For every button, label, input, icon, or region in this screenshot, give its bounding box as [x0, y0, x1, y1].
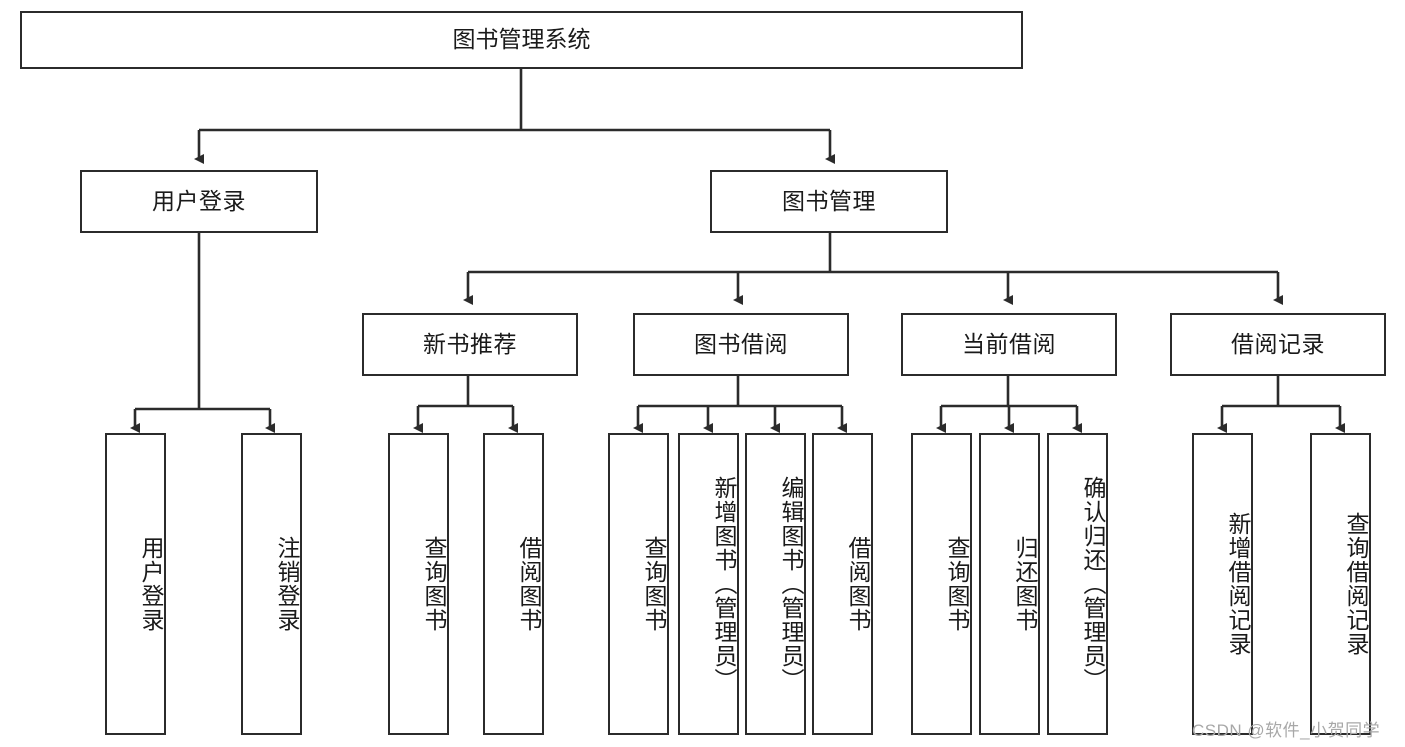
- node-label: 编辑图书（管理员）: [778, 476, 804, 692]
- node-book-management[interactable]: 图书管理: [710, 170, 948, 233]
- node-label: 查询图书: [641, 536, 667, 632]
- leaf-query-book-3[interactable]: 查询图书: [911, 433, 972, 735]
- node-label: 新增图书（管理员）: [711, 476, 737, 692]
- node-label: 查询借阅记录: [1343, 512, 1369, 656]
- node-label: 用户登录: [152, 187, 246, 214]
- csdn-watermark: CSDN @软件_小贺同学: [1192, 721, 1381, 740]
- leaf-add-book[interactable]: 新增图书（管理员）: [678, 433, 739, 735]
- leaf-query-record[interactable]: 查询借阅记录: [1310, 433, 1371, 735]
- leaf-query-book-2[interactable]: 查询图书: [608, 433, 669, 735]
- node-label: 新增借阅记录: [1225, 512, 1251, 656]
- node-label: 注销登录: [274, 536, 300, 632]
- node-current-borrow[interactable]: 当前借阅: [901, 313, 1117, 376]
- leaf-logout-login[interactable]: 注销登录: [241, 433, 302, 735]
- node-label: 新书推荐: [423, 330, 517, 357]
- node-book-borrow[interactable]: 图书借阅: [633, 313, 849, 376]
- leaf-confirm-return[interactable]: 确认归还（管理员）: [1047, 433, 1108, 735]
- node-label: 用户登录: [138, 536, 164, 632]
- node-label: 归还图书: [1012, 536, 1038, 632]
- node-new-book-recommend[interactable]: 新书推荐: [362, 313, 578, 376]
- node-label: 图书管理: [782, 187, 876, 214]
- node-label: 确认归还（管理员）: [1080, 476, 1106, 692]
- leaf-add-record[interactable]: 新增借阅记录: [1192, 433, 1253, 735]
- node-label: 当前借阅: [962, 330, 1056, 357]
- node-label: 图书管理系统: [452, 26, 591, 53]
- leaf-borrow-book-1[interactable]: 借阅图书: [483, 433, 544, 735]
- node-user-login[interactable]: 用户登录: [80, 170, 318, 233]
- node-root-book-management-system[interactable]: 图书管理系统: [20, 11, 1023, 69]
- node-label: 图书借阅: [694, 330, 788, 357]
- node-label: 借阅记录: [1231, 330, 1325, 357]
- node-label: 借阅图书: [516, 536, 542, 632]
- leaf-return-book[interactable]: 归还图书: [979, 433, 1040, 735]
- node-borrow-record[interactable]: 借阅记录: [1170, 313, 1386, 376]
- node-label: 借阅图书: [845, 536, 871, 632]
- leaf-edit-book[interactable]: 编辑图书（管理员）: [745, 433, 806, 735]
- leaf-borrow-book-2[interactable]: 借阅图书: [812, 433, 873, 735]
- leaf-query-book-1[interactable]: 查询图书: [388, 433, 449, 735]
- node-label: 查询图书: [421, 536, 447, 632]
- leaf-user-login[interactable]: 用户登录: [105, 433, 166, 735]
- node-label: 查询图书: [944, 536, 970, 632]
